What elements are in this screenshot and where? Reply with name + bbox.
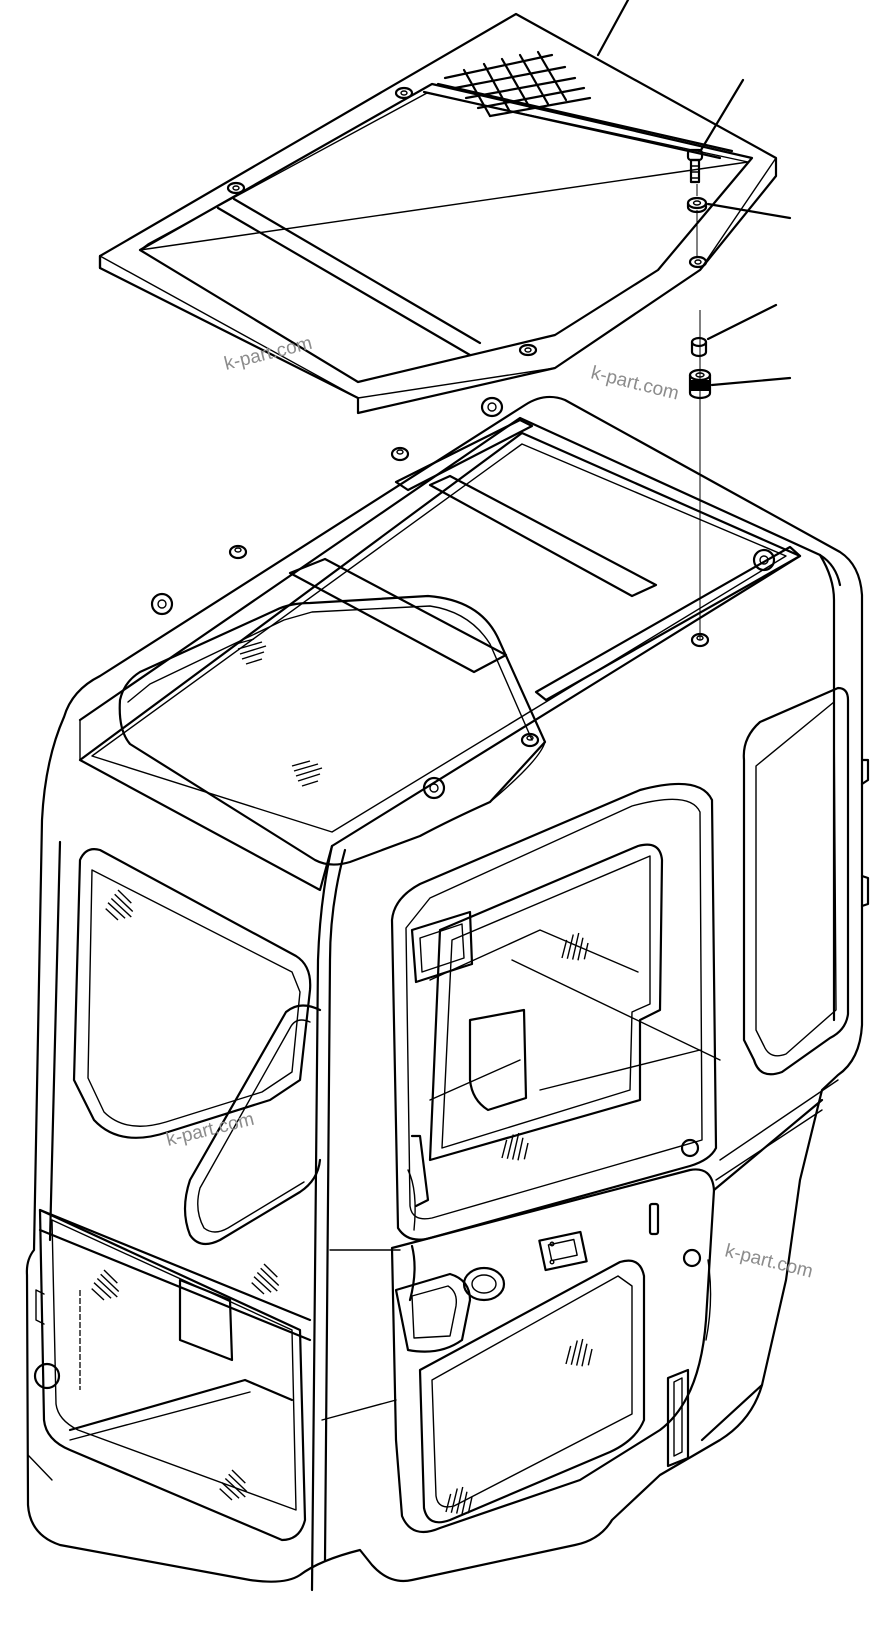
roof-slot-side — [534, 545, 802, 702]
interior-seat-block — [468, 1008, 528, 1112]
watermark-text: k-part.com — [723, 1240, 815, 1282]
mounting-bolt — [686, 148, 704, 184]
left-side-rail — [38, 1208, 312, 1342]
front-dash-bulge — [394, 1272, 472, 1353]
interior-console-top — [410, 910, 474, 984]
front-windshield — [390, 782, 718, 1241]
roof-slot-back — [394, 418, 534, 492]
roof-mount-bosses — [150, 396, 776, 800]
door-grab-handle — [666, 1368, 690, 1468]
roof-mesh-grille — [443, 50, 592, 118]
roof-window — [118, 594, 547, 866]
door-handle-slot — [648, 1202, 660, 1236]
door-round-latch — [680, 1138, 700, 1158]
watermark-text: k-part.com — [589, 362, 681, 404]
door-hinge-knob — [33, 1362, 61, 1390]
roof-slot-rear — [428, 474, 658, 598]
washer — [686, 196, 708, 214]
left-side-window — [72, 848, 322, 1246]
roof-cover-panel — [98, 12, 778, 415]
roof-bolt-holes — [226, 86, 708, 357]
callout-leader-lines — [596, 0, 792, 387]
roof-slot-front — [288, 557, 508, 674]
glass-shading-marks — [91, 638, 593, 1515]
operator-cab — [25, 395, 870, 1592]
spacer-collar — [690, 336, 708, 358]
right-side-window — [742, 686, 850, 1076]
door-lock-plate — [538, 1230, 588, 1272]
front-round-vent — [462, 1266, 506, 1302]
